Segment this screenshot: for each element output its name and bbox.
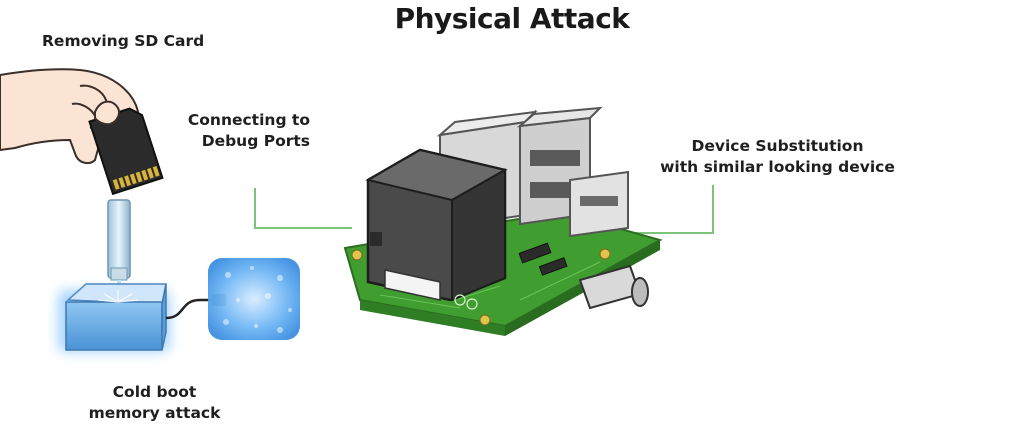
label-cold-boot: Cold boot memory attack — [72, 382, 237, 424]
label-sub-line1: Device Substitution — [691, 137, 864, 155]
debug-connector-line — [254, 188, 352, 229]
label-cold-line1: Cold boot — [112, 383, 197, 401]
thumb-icon — [94, 100, 120, 126]
label-sub-line2: with similar looking device — [660, 158, 895, 176]
memory-box-icon — [58, 283, 170, 352]
label-sd-text: Removing SD Card — [42, 32, 205, 50]
label-debug-line1: Connecting to — [187, 111, 310, 129]
label-device-substitution: Device Substitution with similar looking… — [655, 136, 900, 178]
cable — [165, 298, 220, 320]
label-cold-line2: memory attack — [88, 404, 221, 422]
connector-lines — [254, 185, 714, 234]
substitution-connector-line — [630, 185, 714, 234]
white-connector — [384, 269, 441, 301]
label-debug-ports: Connecting to Debug Ports — [170, 110, 310, 152]
memory-chip-icon — [518, 242, 568, 276]
label-removing-sd-card: Removing SD Card — [42, 31, 204, 52]
circuit-board-icon — [343, 106, 663, 336]
sd-card-icon — [88, 107, 164, 196]
label-debug-line2: Debug Ports — [201, 132, 310, 150]
ice-block-icon — [208, 258, 300, 340]
diagram-title: Physical Attack — [394, 2, 630, 35]
